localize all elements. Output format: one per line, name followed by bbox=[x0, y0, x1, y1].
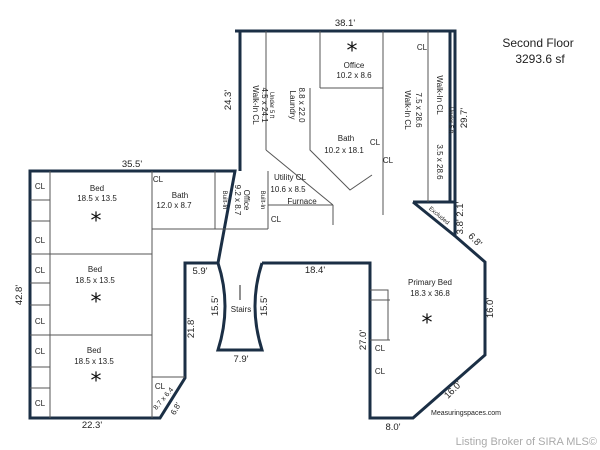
svg-text:27.0': 27.0' bbox=[358, 330, 369, 350]
room-name: CL bbox=[155, 382, 166, 391]
svg-text:CL: CL bbox=[35, 266, 46, 275]
builtin-label: Built-In bbox=[221, 191, 227, 210]
svg-text:38.1': 38.1' bbox=[335, 18, 355, 29]
svg-text:15.5': 15.5' bbox=[210, 296, 221, 316]
room-name: Bath bbox=[172, 191, 188, 200]
ceiling-fan-icon: * bbox=[91, 209, 102, 234]
floor-area: 3293.6 sf bbox=[515, 52, 565, 66]
svg-text:CL: CL bbox=[370, 138, 381, 147]
excluded-area bbox=[412, 200, 456, 238]
svg-text:CL: CL bbox=[375, 367, 386, 376]
floor-title: Second Floor bbox=[502, 36, 573, 50]
listing-watermark: Listing Broker of SIRA MLS© bbox=[456, 436, 597, 448]
svg-text:CL: CL bbox=[383, 156, 394, 165]
room-name: Bed bbox=[88, 265, 102, 274]
svg-text:29.7': 29.7' bbox=[459, 108, 470, 128]
dimension-labels: 38.1' 35.5' 42.8' 22.3' 24.3' 29.7' 3.8'… bbox=[14, 18, 496, 433]
svg-text:24.3': 24.3' bbox=[223, 90, 234, 110]
room-name: Walk-In CL bbox=[251, 85, 260, 125]
room-size: 18.3 x 36.8 bbox=[410, 289, 450, 298]
room-name: Laundry bbox=[288, 91, 297, 120]
room-name: Primary Bed bbox=[408, 278, 452, 287]
room-size: 18.5 x 13.5 bbox=[75, 276, 115, 285]
svg-text:CL: CL bbox=[271, 215, 282, 224]
svg-text:8.0': 8.0' bbox=[385, 422, 400, 433]
svg-text:18.4': 18.4' bbox=[305, 265, 325, 276]
ceiling-fan-icon: * bbox=[91, 369, 102, 394]
room-size: 9.2 x 8.7 bbox=[233, 185, 242, 216]
room-size: 18.5 x 13.5 bbox=[77, 194, 117, 203]
svg-text:CL: CL bbox=[35, 347, 46, 356]
room-name: Bath bbox=[338, 134, 354, 143]
svg-text:22.3': 22.3' bbox=[82, 420, 102, 431]
svg-text:16.0': 16.0' bbox=[442, 379, 464, 401]
room-size: 8.8 x 22.0 bbox=[297, 87, 306, 123]
exterior-walls bbox=[28, 29, 487, 420]
room-name: Walk-In CL bbox=[403, 90, 412, 130]
room-note: Under 5 ft bbox=[268, 92, 274, 119]
svg-text:CL: CL bbox=[35, 399, 46, 408]
room-note: Under 5 ft bbox=[447, 107, 453, 134]
room-size: 4.5 x 24.1 bbox=[260, 87, 269, 123]
svg-text:CL: CL bbox=[375, 344, 386, 353]
stairs-label: Stairs bbox=[231, 305, 251, 314]
room-size: 10.6 x 8.5 bbox=[270, 185, 306, 194]
svg-text:5.9': 5.9' bbox=[192, 266, 207, 277]
closet-labels: CL CL CL CL CL CL CL CL CL CL CL CL CL bbox=[35, 43, 428, 408]
room-size: 10.2 x 18.1 bbox=[324, 146, 364, 155]
room-size: 18.5 x 13.5 bbox=[74, 357, 114, 366]
svg-text:16.0': 16.0' bbox=[485, 298, 496, 318]
ceiling-fan-icon: * bbox=[91, 290, 102, 315]
svg-text:21.8': 21.8' bbox=[186, 318, 197, 338]
svg-text:CL: CL bbox=[35, 317, 46, 326]
stairs-outline bbox=[215, 262, 265, 352]
svg-text:CL: CL bbox=[153, 175, 164, 184]
svg-text:CL: CL bbox=[35, 236, 46, 245]
measuring-credit: Measuringspaces.com bbox=[431, 410, 501, 417]
room-name: Bed bbox=[90, 184, 104, 193]
svg-text:CL: CL bbox=[35, 182, 46, 191]
room-name: Office bbox=[242, 190, 251, 211]
furnace-label: Furnace bbox=[287, 197, 317, 206]
svg-text:3.8' 2.1': 3.8' 2.1' bbox=[455, 201, 466, 234]
inner-exterior-walls bbox=[238, 31, 452, 202]
room-size: 12.0 x 8.7 bbox=[156, 201, 192, 210]
ceiling-fan-icon: * bbox=[347, 39, 358, 64]
room-size: 3.5 x 28.6 bbox=[435, 144, 444, 180]
svg-text:7.9': 7.9' bbox=[233, 354, 248, 365]
room-name: Office bbox=[344, 61, 365, 70]
room-name: Utility CL bbox=[274, 173, 307, 182]
svg-text:42.8': 42.8' bbox=[14, 285, 25, 305]
room-size: 7.5 x 28.6 bbox=[414, 92, 423, 128]
svg-text:15.5': 15.5' bbox=[259, 296, 270, 316]
builtin-label: Built-In bbox=[259, 191, 265, 210]
room-name: Bed bbox=[87, 346, 101, 355]
room-size: 10.2 x 8.6 bbox=[336, 71, 372, 80]
interior-walls bbox=[30, 31, 429, 418]
room-name: Walk-In CL bbox=[435, 75, 444, 115]
svg-text:35.5': 35.5' bbox=[122, 159, 142, 170]
ceiling-fan-icon: * bbox=[422, 311, 433, 336]
svg-text:CL: CL bbox=[417, 43, 428, 52]
